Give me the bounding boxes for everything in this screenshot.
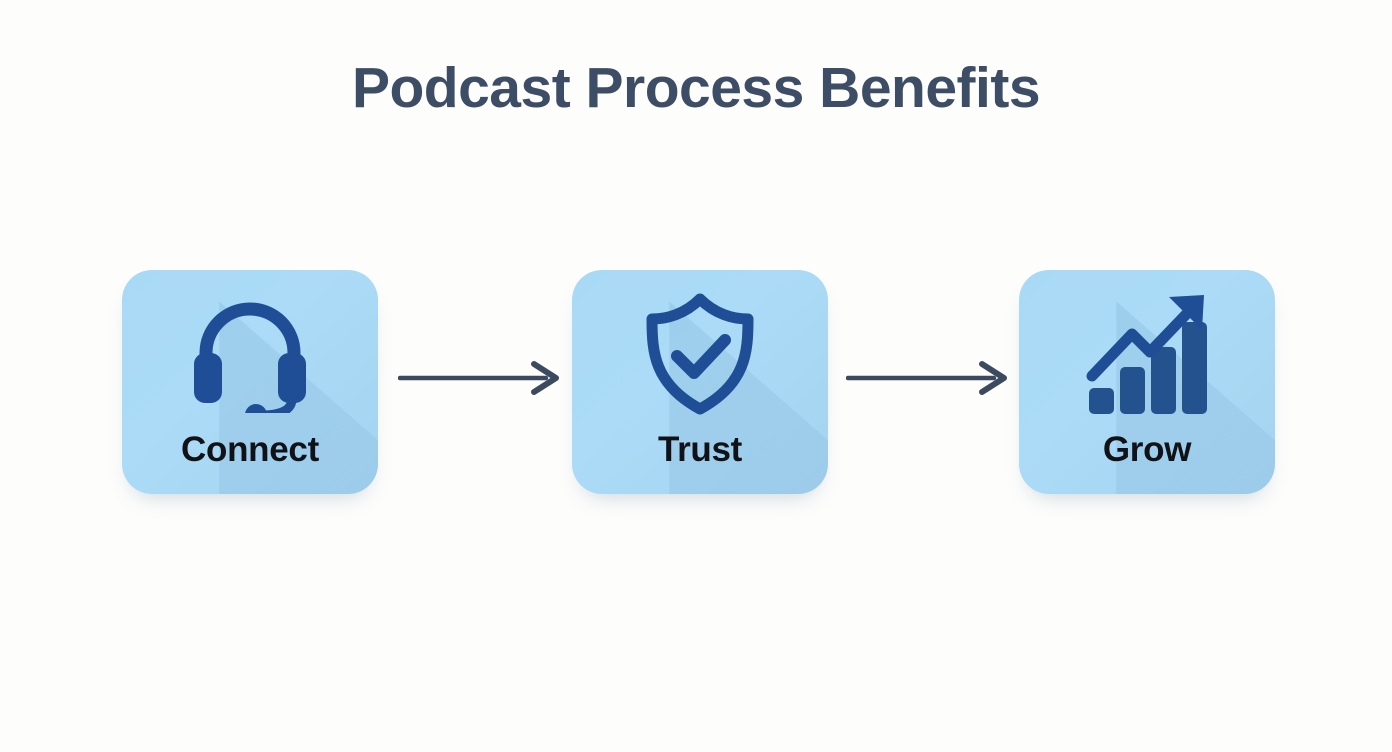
growth-chart-icon — [1019, 294, 1275, 414]
shield-check-icon — [572, 293, 828, 415]
headset-icon — [122, 294, 378, 414]
process-flow: Connect Trust — [122, 270, 1275, 494]
arrow-right-icon-1 — [398, 358, 564, 398]
page-title: Podcast Process Benefits — [351, 56, 1041, 120]
step-card-grow[interactable]: Grow — [1019, 270, 1275, 494]
step-label-grow: Grow — [1102, 430, 1192, 469]
step-label-trust: Trust — [657, 430, 743, 469]
step-card-connect[interactable]: Connect — [122, 270, 378, 494]
arrow-right-icon-2 — [846, 358, 1012, 398]
step-card-trust[interactable]: Trust — [572, 270, 828, 494]
step-label-connect: Connect — [181, 430, 319, 469]
